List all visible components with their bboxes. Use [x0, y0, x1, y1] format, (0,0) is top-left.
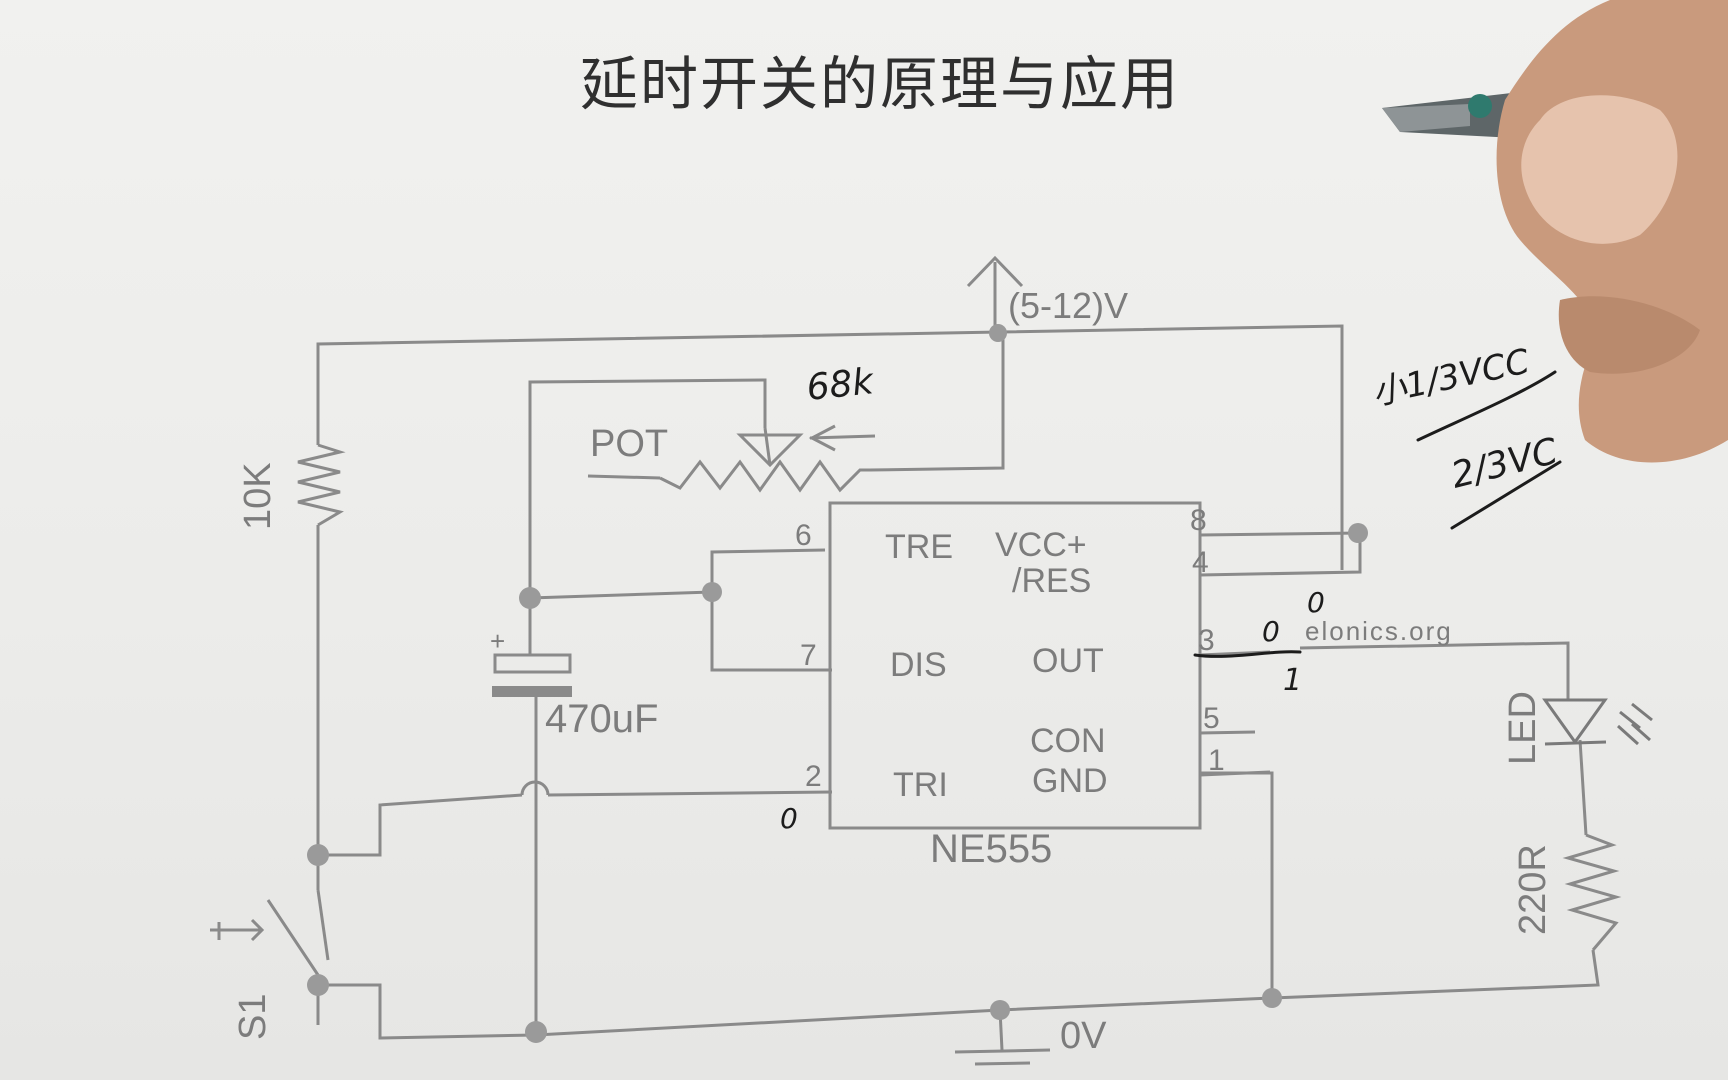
chip-label-gnd: GND — [1032, 762, 1108, 800]
pin-2-number: 2 — [805, 760, 822, 793]
pot-label: POT — [590, 423, 668, 465]
capacitor-value-label: 470uF — [545, 697, 658, 741]
pin-8-number: 8 — [1190, 504, 1207, 537]
led-label: LED — [1502, 691, 1544, 765]
resistor-220r-symbol — [1562, 833, 1622, 951]
hand-with-pen — [1382, 0, 1728, 463]
pin-6-number: 6 — [795, 519, 812, 552]
capacitor-polarity-label: + — [490, 626, 505, 656]
chip-label-tri: TRI — [893, 766, 948, 804]
handwritten-68k-note: 68k — [805, 361, 878, 409]
resistor-220r-label: 220R — [1512, 844, 1554, 935]
chip-label-vcc: VCC+ — [995, 526, 1087, 564]
handwritten-zero-out-b: 0 — [1307, 586, 1325, 619]
chip-label-out: OUT — [1032, 642, 1104, 680]
ground-label: 0V — [1060, 1015, 1107, 1057]
printed-wires — [316, 255, 1600, 1066]
pin-4-number: 4 — [1192, 546, 1209, 579]
supply-voltage-label: (5-12)V — [1008, 285, 1128, 326]
pin-5-number: 5 — [1203, 702, 1220, 735]
led-symbol — [1542, 698, 1653, 746]
junction-dots — [307, 324, 1368, 1043]
resistor-10k-label: 10K — [237, 462, 279, 530]
pin-1-number: 1 — [1208, 744, 1225, 777]
handwritten-low-threshold-note: 小1/3VCC — [1369, 341, 1534, 413]
page-title: 延时开关的原理与应用 — [580, 50, 1180, 118]
capacitor-470uf-symbol — [492, 653, 572, 697]
chip-name-label: NE555 — [930, 827, 1052, 871]
resistor-10k-symbol — [297, 443, 346, 527]
handwritten-high-threshold-note: 2/3VC — [1447, 431, 1562, 497]
chip-label-res: /RES — [1012, 562, 1091, 600]
handwritten-ink-strokes — [1193, 370, 1562, 658]
switch-s1-symbol — [210, 889, 330, 976]
chip-label-con: CON — [1030, 722, 1106, 760]
ne555-body — [828, 501, 1202, 830]
watermark: elonics.org — [1305, 616, 1453, 646]
pin-7-number: 7 — [800, 639, 817, 672]
handwritten-zero-tri: 0 — [780, 802, 798, 835]
pin-3-number: 3 — [1198, 624, 1215, 657]
chip-label-tre: TRE — [885, 528, 953, 566]
switch-s1-label: S1 — [232, 994, 274, 1040]
potentiometer-symbol — [659, 424, 876, 493]
handwritten-one-out: 1 — [1283, 663, 1302, 698]
chip-label-dis: DIS — [890, 646, 947, 684]
handwritten-zero-out-a: 0 — [1262, 615, 1280, 648]
